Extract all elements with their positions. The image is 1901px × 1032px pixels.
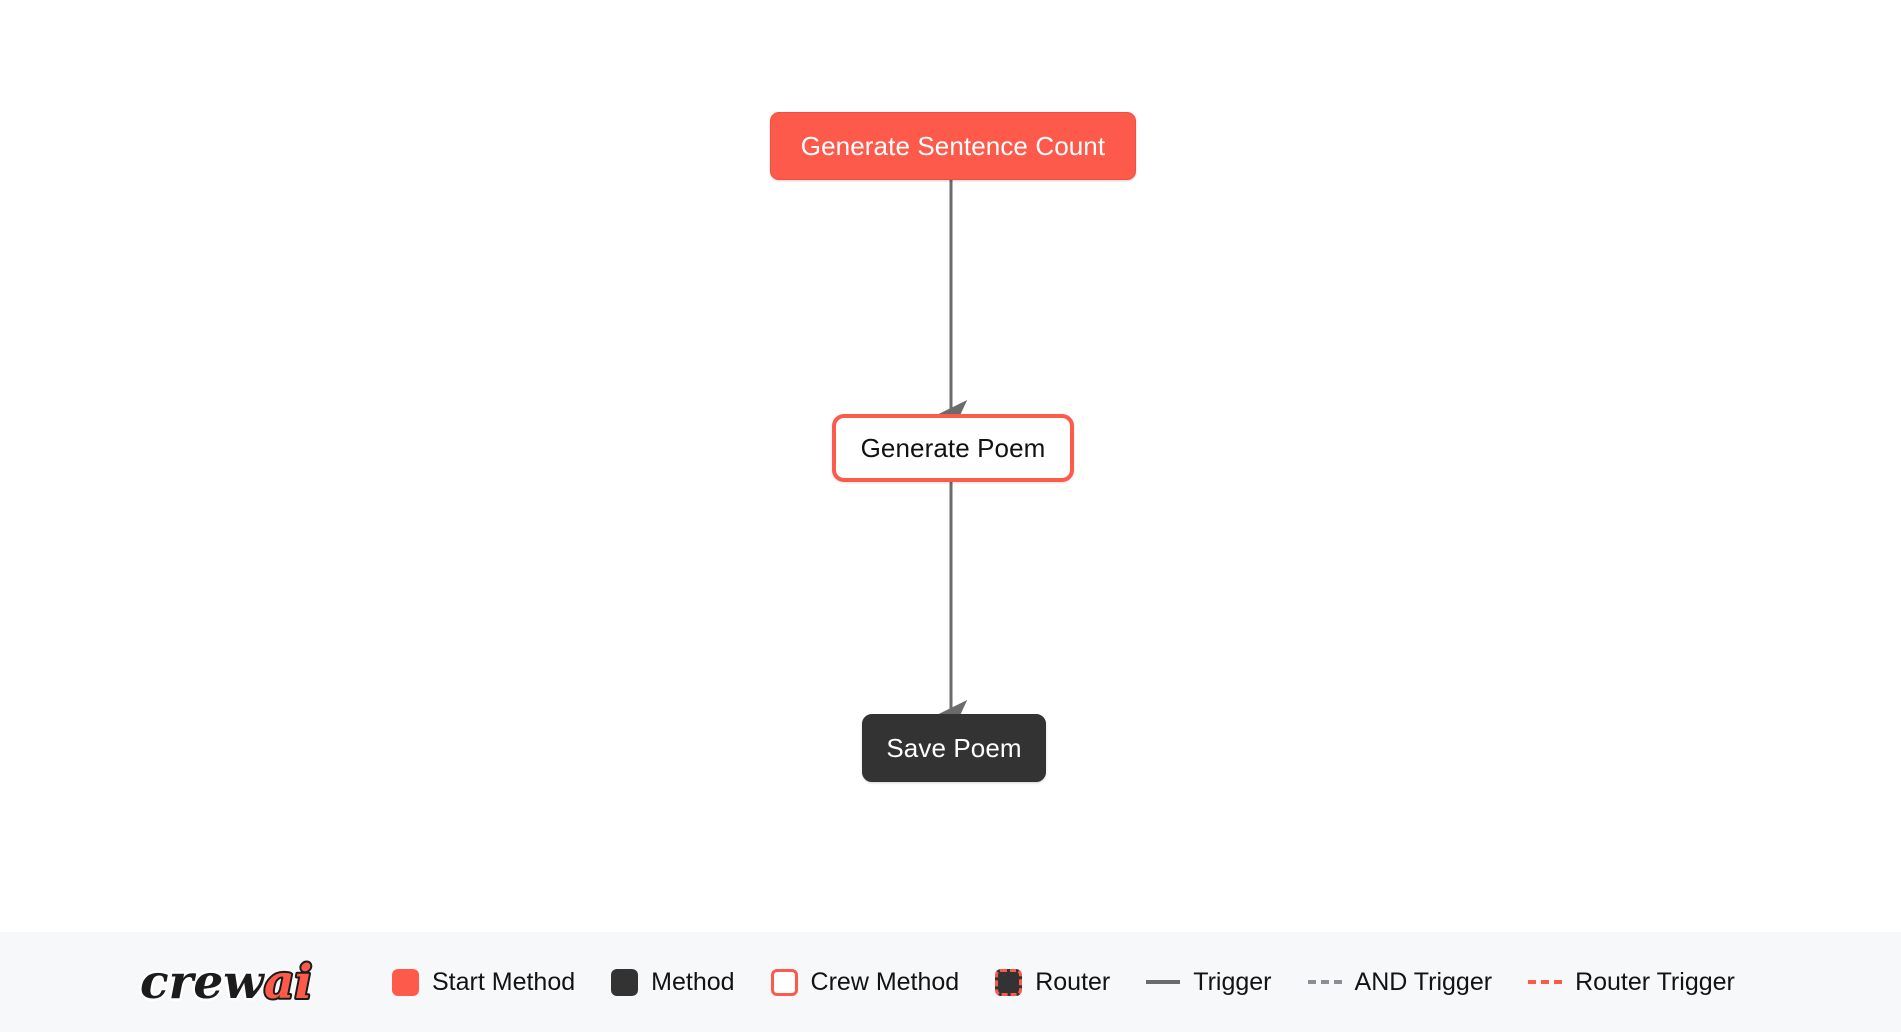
crew-method-swatch-icon xyxy=(770,968,798,996)
method-swatch-icon xyxy=(611,968,639,996)
legend-label: Crew Method xyxy=(810,967,960,996)
node-generate-poem[interactable]: Generate Poem xyxy=(832,414,1074,482)
node-generate-sentence-count[interactable]: Generate Sentence Count xyxy=(770,112,1136,180)
legend-label: Trigger xyxy=(1193,967,1272,996)
legend-label: Router Trigger xyxy=(1575,967,1735,996)
legend-item-crew-method: Crew Method xyxy=(770,967,960,996)
start-method-swatch-icon xyxy=(392,968,419,996)
node-label: Generate Poem xyxy=(860,433,1046,463)
crewai-logo-text-accent: ai xyxy=(264,955,312,1010)
legend-bar: crew ai Start Method Method Crew Method … xyxy=(0,932,1901,1032)
router-trigger-line-icon xyxy=(1528,980,1563,984)
legend-label: Router xyxy=(1035,967,1111,996)
legend-label: Method xyxy=(651,967,735,996)
router-swatch-icon xyxy=(995,968,1023,996)
legend-item-trigger: Trigger xyxy=(1146,967,1272,996)
legend-item-method: Method xyxy=(611,967,735,996)
trigger-line-icon xyxy=(1146,980,1181,984)
crewai-logo-text-primary: crew xyxy=(140,955,265,1010)
flow-canvas[interactable]: Generate Sentence Count Generate Poem Sa… xyxy=(0,0,1901,932)
legend-item-router: Router xyxy=(995,967,1111,996)
node-label: Save Poem xyxy=(886,733,1022,763)
crewai-logo: crew ai xyxy=(138,953,314,1013)
legend-label: Start Method xyxy=(432,967,576,996)
legend-item-router-trigger: Router Trigger xyxy=(1528,967,1735,996)
node-label: Generate Sentence Count xyxy=(800,131,1106,161)
node-save-poem[interactable]: Save Poem xyxy=(862,714,1046,782)
legend-label: AND Trigger xyxy=(1354,967,1493,996)
legend-item-and-trigger: AND Trigger xyxy=(1307,967,1493,996)
and-trigger-line-icon xyxy=(1307,980,1342,984)
legend-item-start-method: Start Method xyxy=(392,967,576,996)
